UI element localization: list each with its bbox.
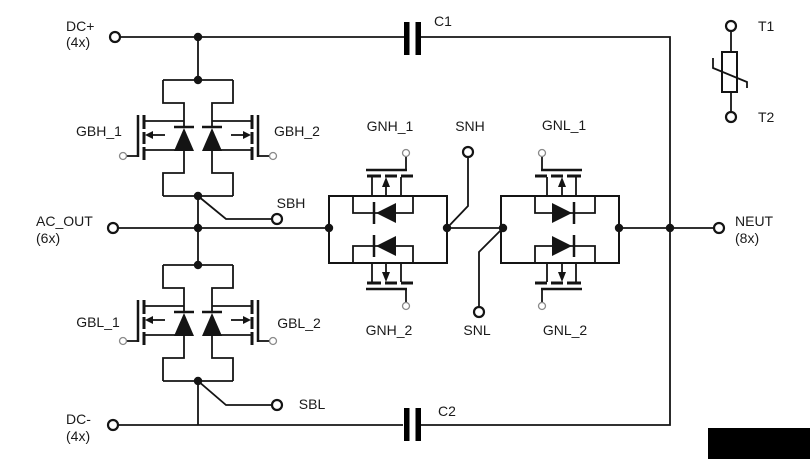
redaction-box: [708, 428, 810, 459]
label-sbl: SBL: [298, 396, 326, 412]
gbh-mosfet-pair: [118, 78, 278, 198]
label-gnh-2: GNH_2: [365, 322, 413, 338]
label-gnh-1: GNH_1: [366, 118, 414, 134]
snl-tap-wire: [478, 227, 504, 307]
label-gnl-2: GNL_2: [542, 322, 588, 338]
label-snh: SNH: [455, 118, 485, 134]
label-snl: SNL: [463, 322, 491, 338]
right-rail-wire: [421, 36, 671, 426]
label-dc-plus-note: (4x): [66, 34, 91, 50]
gbl-mosfet-pair: [118, 263, 278, 383]
t2-terminal: [724, 110, 738, 124]
dc-plus-terminal: [108, 30, 122, 44]
label-t1: T1: [758, 18, 775, 34]
gnh-mosfet-pair: [327, 148, 449, 311]
snh-terminal: [461, 145, 475, 159]
label-c1: C1: [434, 13, 452, 29]
label-gnl-1: GNL_1: [541, 117, 587, 133]
t1-terminal: [724, 19, 738, 33]
label-neut-note: (8x): [735, 230, 760, 246]
label-dc-minus-note: (4x): [66, 428, 91, 444]
label-gbl-1: GBL_1: [76, 314, 120, 330]
snl-terminal: [472, 305, 486, 319]
label-dc-minus: DC-: [66, 411, 91, 427]
sbl-terminal: [270, 398, 284, 412]
label-c2: C2: [438, 403, 456, 419]
wires: [118, 31, 732, 426]
label-ac-out-note: (6x): [36, 230, 61, 246]
junction-dots: [193, 32, 675, 386]
sbl-tap-wire: [197, 380, 272, 406]
ac-out-terminal: [106, 221, 120, 235]
sbh-tap-wire: [197, 195, 272, 220]
label-gbh-1: GBH_1: [76, 123, 122, 139]
label-dc-plus: DC+: [66, 18, 95, 34]
label-gbh-2: GBH_2: [274, 123, 320, 139]
neut-terminal: [712, 221, 726, 235]
label-sbh: SBH: [276, 195, 306, 211]
gnl-mosfet-pair: [499, 148, 621, 311]
capacitor-c2: [404, 408, 421, 441]
snh-tap-wire: [446, 157, 469, 229]
label-neut: NEUT: [735, 213, 774, 229]
varistor-symbol: [712, 51, 748, 93]
sbh-terminal: [270, 212, 284, 226]
dc-minus-terminal: [106, 418, 120, 432]
label-gbl-2: GBL_2: [277, 315, 321, 331]
label-ac-out: AC_OUT: [36, 213, 93, 229]
capacitor-c1: [404, 22, 421, 55]
terminal-circles: [106, 19, 738, 432]
label-t2: T2: [758, 109, 775, 125]
